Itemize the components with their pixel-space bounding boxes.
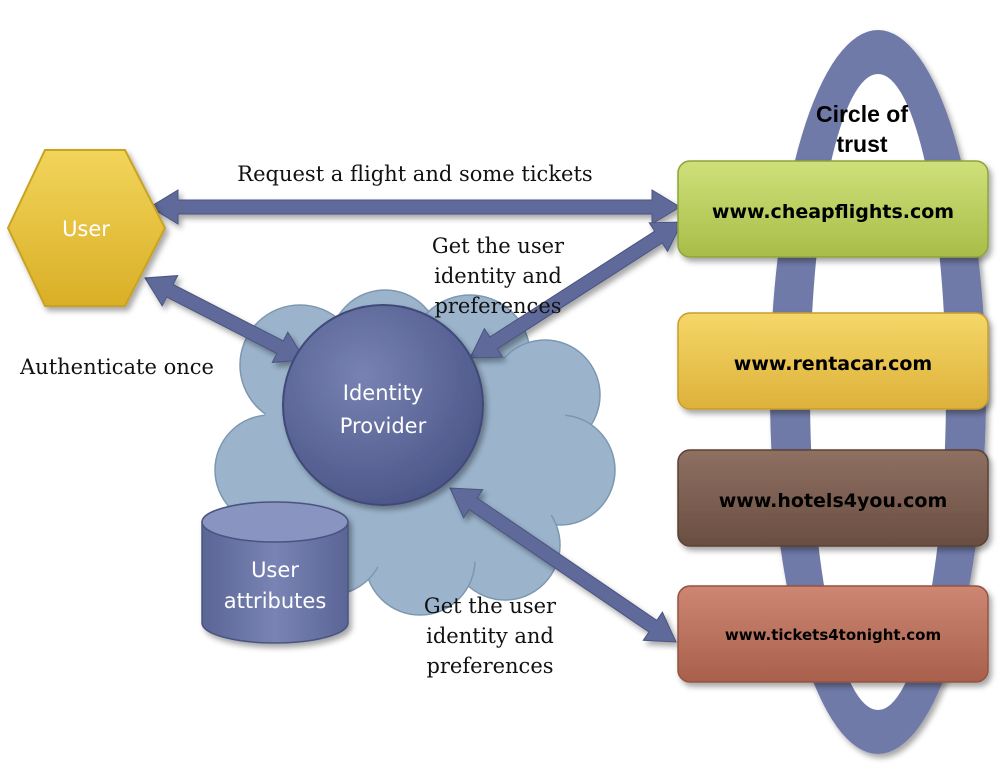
- user-attributes-label-line1: User: [251, 558, 299, 582]
- site-box-tickets4tonight: www.tickets4tonight.com: [677, 585, 989, 683]
- request-arrow: [149, 189, 681, 225]
- site-box-cheapflights: www.cheapflights.com: [677, 160, 989, 258]
- site-label-tickets4tonight: www.tickets4tonight.com: [725, 626, 941, 644]
- identity-provider-label-line2: Provider: [340, 414, 427, 438]
- site-label-hotels4you: www.hotels4you.com: [719, 490, 948, 512]
- site-label-rentacar: www.rentacar.com: [734, 353, 932, 375]
- get-identity-bottom-label-line3: preferences: [426, 654, 553, 678]
- get-identity-top-label-line1: Get the user: [432, 234, 565, 258]
- authenticate-edge-label: Authenticate once: [19, 355, 214, 379]
- get-identity-bottom-arrow: [449, 487, 677, 643]
- request-edge-label: Request a flight and some tickets: [237, 162, 592, 186]
- site-box-rentacar: www.rentacar.com: [677, 312, 989, 410]
- identity-provider-circle: [282, 304, 484, 506]
- user-label: User: [62, 217, 110, 241]
- get-identity-bottom-label-line1: Get the user: [424, 594, 557, 618]
- arrows-layer: [144, 189, 683, 643]
- identity-provider-label-line1: Identity: [343, 381, 423, 405]
- site-box-hotels4you: www.hotels4you.com: [677, 449, 989, 547]
- get-identity-top-label-line2: identity and: [434, 264, 562, 288]
- get-identity-bottom-label-line2: identity and: [426, 624, 554, 648]
- user-attributes-cylinder: [201, 501, 349, 644]
- circle-of-trust-title-line1: Circle of: [816, 101, 908, 127]
- get-identity-top-label-line3: preferences: [434, 294, 561, 318]
- user-attributes-label-line2: attributes: [224, 589, 327, 613]
- site-label-cheapflights: www.cheapflights.com: [712, 201, 954, 223]
- user-hexagon: [6, 149, 167, 307]
- circle-of-trust-title-line2: trust: [836, 131, 887, 157]
